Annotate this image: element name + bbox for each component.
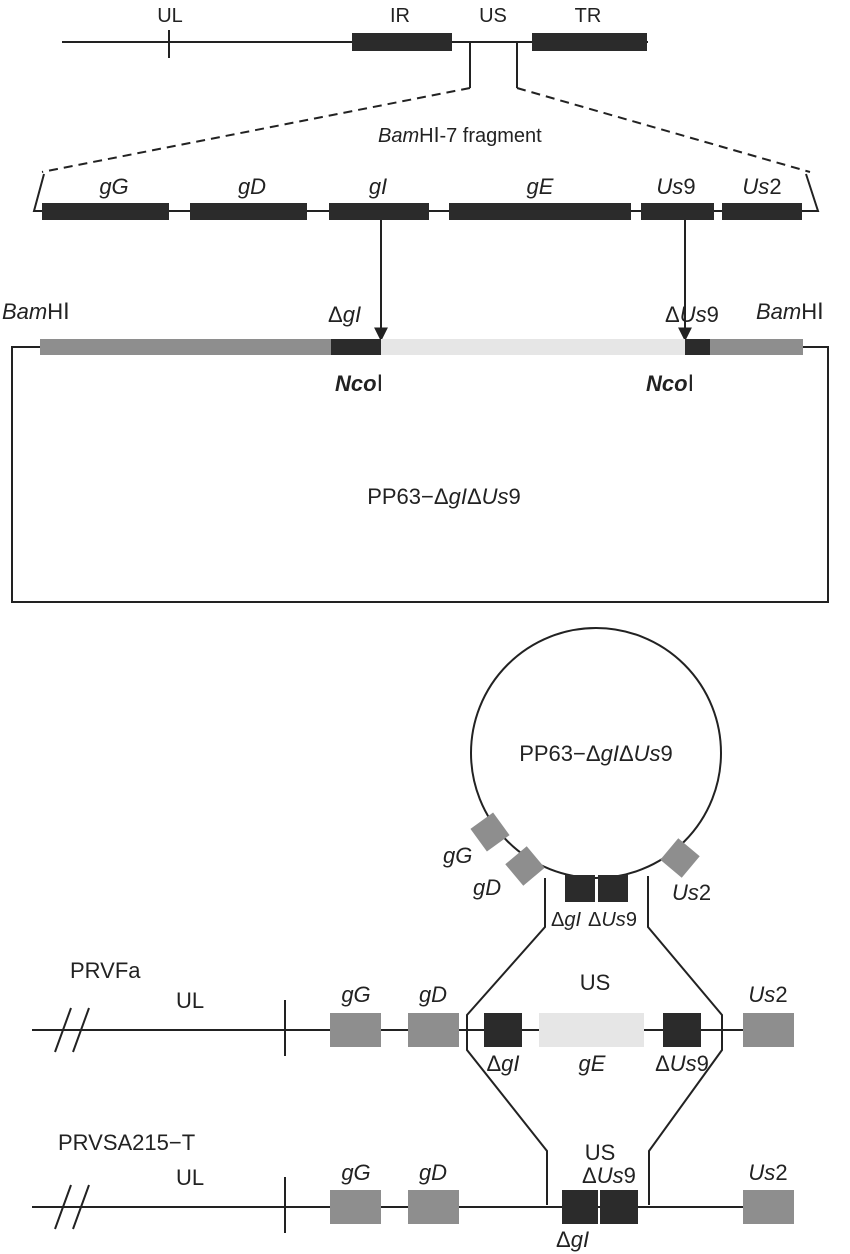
us2-label: Us2 bbox=[742, 174, 781, 199]
crossover-left bbox=[466, 878, 548, 1205]
prvfa-delta-us9-label: ΔUs9 bbox=[655, 1051, 709, 1076]
prvsa-genome: PRVSA215−T UL US gG gD Us2 ΔUs9 ΔgI bbox=[32, 1130, 794, 1252]
prvsa-name: PRVSA215−T bbox=[58, 1130, 195, 1155]
prvfa-gi-box bbox=[484, 1013, 522, 1047]
circle-delta-gi-label: ΔgI bbox=[551, 909, 581, 931]
delta-gi-box bbox=[331, 339, 381, 355]
circle-gd-box bbox=[505, 846, 545, 886]
ul-label: UL bbox=[157, 5, 183, 27]
fragment-label: BamHⅠ-7 fragment bbox=[378, 125, 542, 147]
prvfa-us2-box bbox=[743, 1013, 794, 1047]
prvsa-us9-box bbox=[600, 1190, 638, 1224]
circle-us2-label: Us2 bbox=[672, 880, 711, 905]
circle-gd-label: gD bbox=[473, 875, 501, 900]
prvfa-us-label: US bbox=[580, 970, 611, 995]
circle-plasmid-name: PP63−ΔgIΔUs9 bbox=[519, 741, 673, 766]
prvfa-gg-box bbox=[330, 1013, 381, 1047]
circular-plasmid: PP63−ΔgIΔUs9 gG gD Us2 ΔgI ΔUs9 bbox=[443, 627, 722, 931]
fragment-bracket-right bbox=[805, 173, 820, 212]
gi-box bbox=[329, 203, 429, 220]
plasmid-name: PP63−ΔgIΔUs9 bbox=[367, 484, 521, 509]
prvfa-delta-gi-label: ΔgI bbox=[486, 1051, 519, 1076]
circle-gg-label: gG bbox=[443, 843, 472, 868]
prvsa-delta-us9-label: ΔUs9 bbox=[582, 1163, 636, 1188]
delta-us9-label: ΔUs9 bbox=[665, 302, 719, 327]
right-arm-box bbox=[710, 339, 803, 355]
tr-box bbox=[532, 33, 647, 51]
prvfa-gd-box bbox=[408, 1013, 459, 1047]
prvsa-us-label: US bbox=[585, 1140, 616, 1165]
prvfa-name: PRVFa bbox=[70, 958, 141, 983]
crossover-lines bbox=[466, 876, 723, 1205]
bamhi-right-label: BamHⅠ bbox=[756, 299, 824, 324]
prvfa-ge-label: gE bbox=[579, 1051, 606, 1076]
prvfa-gd-label: gD bbox=[419, 982, 447, 1007]
gg-label: gG bbox=[99, 174, 128, 199]
gi-label: gI bbox=[369, 174, 387, 199]
prvsa-gi-box bbox=[562, 1190, 598, 1224]
ge-label: gE bbox=[527, 174, 554, 199]
plasmid-box-outline bbox=[11, 346, 829, 603]
delta-us9-box bbox=[685, 339, 710, 355]
delta-gi-label: ΔgI bbox=[328, 302, 361, 327]
us-label: US bbox=[479, 5, 507, 27]
gd-label: gD bbox=[238, 174, 266, 199]
gd-box bbox=[190, 203, 307, 220]
prvfa-break-2 bbox=[72, 1007, 90, 1053]
bamhi-left-label: BamHⅠ bbox=[2, 299, 70, 324]
left-arm-box bbox=[40, 339, 331, 355]
ncoi-left-label: NcoⅠ bbox=[335, 371, 383, 396]
prvsa-break-2 bbox=[72, 1184, 90, 1230]
middle-region-box bbox=[381, 339, 685, 355]
prvsa-gg-label: gG bbox=[341, 1160, 370, 1185]
prvfa-us9-box bbox=[663, 1013, 701, 1047]
prvsa-us2-label: Us2 bbox=[748, 1160, 787, 1185]
bamhi-fragment: BamHⅠ-7 fragment gG gD gI gE Us9 Us2 bbox=[32, 125, 820, 342]
ncoi-right-label: NcoⅠ bbox=[646, 371, 694, 396]
tr-label: TR bbox=[575, 5, 602, 27]
circle-delta-gi-box bbox=[565, 875, 595, 902]
prvsa-gd-label: gD bbox=[419, 1160, 447, 1185]
crossover-right bbox=[647, 876, 723, 1205]
us2-box bbox=[722, 203, 802, 220]
plasmid-construct: BamHⅠ BamHⅠ ΔgI ΔUs9 NcoⅠ NcoⅠ PP63−ΔgIΔ… bbox=[2, 299, 829, 603]
circle-delta-us9-label: ΔUs9 bbox=[588, 909, 637, 931]
prvsa-gg-box bbox=[330, 1190, 381, 1224]
zoom-dash-left bbox=[41, 87, 471, 173]
prvsa-us2-box bbox=[743, 1190, 794, 1224]
fragment-bracket-left bbox=[32, 173, 45, 212]
plasmid-circle bbox=[470, 627, 722, 879]
prvfa-ul-label: UL bbox=[176, 988, 204, 1013]
us9-label: Us9 bbox=[656, 174, 695, 199]
circle-us2-box bbox=[660, 838, 700, 878]
prvsa-delta-gi-label: ΔgI bbox=[556, 1227, 589, 1252]
prvfa-genome: PRVFa UL US gG gD Us2 ΔgI gE ΔUs9 bbox=[32, 958, 794, 1076]
prvsa-break-1 bbox=[54, 1184, 72, 1230]
prvsa-gd-box bbox=[408, 1190, 459, 1224]
genome-map: UL IR US TR bbox=[41, 5, 811, 173]
prvfa-gg-label: gG bbox=[341, 982, 370, 1007]
prvfa-ge-box bbox=[539, 1013, 644, 1047]
ir-box bbox=[352, 33, 452, 51]
circle-gg-box bbox=[470, 812, 510, 852]
ir-label: IR bbox=[390, 5, 410, 27]
prvfa-us2-label: Us2 bbox=[748, 982, 787, 1007]
zoom-dash-right bbox=[516, 87, 811, 173]
us9-box bbox=[641, 203, 714, 220]
prvfa-break-1 bbox=[54, 1007, 72, 1053]
gg-box bbox=[42, 203, 169, 220]
circle-delta-us9-box bbox=[598, 875, 628, 902]
ge-box bbox=[449, 203, 631, 220]
prvsa-ul-label: UL bbox=[176, 1165, 204, 1190]
